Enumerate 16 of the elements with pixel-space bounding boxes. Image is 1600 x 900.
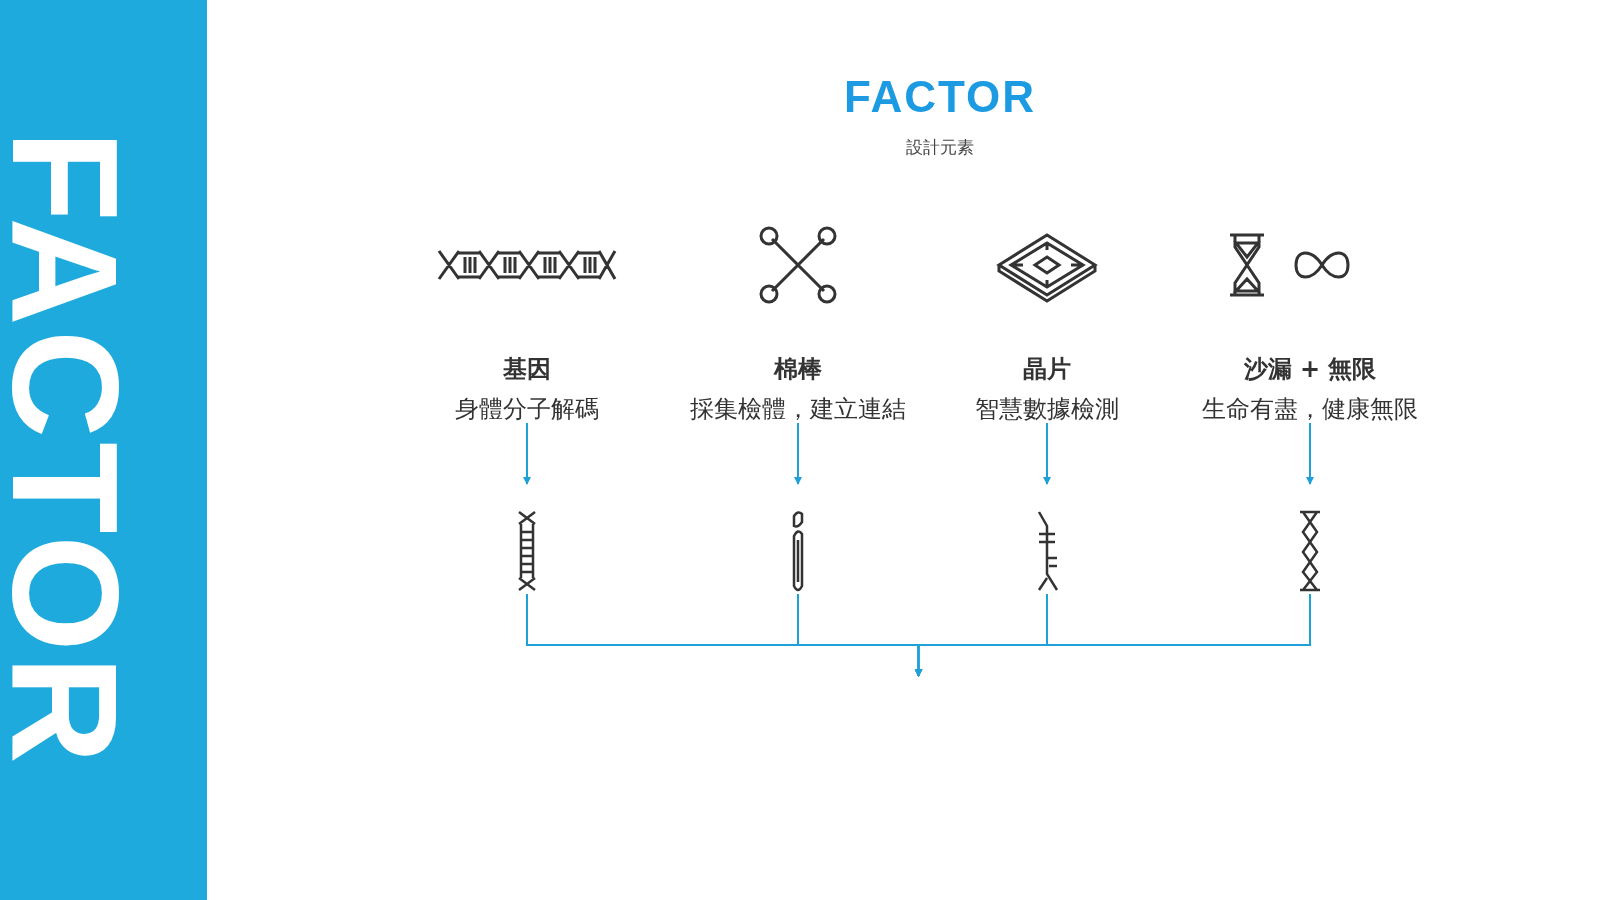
element-title: 晶片: [1023, 354, 1071, 385]
element-title: 棉棒: [774, 354, 822, 385]
subtitle: 設計元素: [905, 136, 975, 159]
element-description: 生命有盡，健康無限: [1202, 394, 1418, 425]
element-description: 採集檢體，建立連結: [690, 394, 906, 425]
element-title: 基因: [503, 354, 551, 385]
element-description: 智慧數據檢測: [975, 394, 1119, 425]
arrow: [1306, 422, 1314, 485]
arrow: [1043, 422, 1051, 485]
slide-title: FACTOR: [842, 72, 1038, 122]
arrow: [794, 422, 802, 485]
element-title: 沙漏 + 無限: [1243, 354, 1377, 385]
vertical-heading: FACTOR: [0, 130, 130, 770]
arrow: [914, 593, 1311, 677]
arrow: [523, 422, 531, 485]
element-description: 身體分子解碼: [455, 394, 599, 425]
